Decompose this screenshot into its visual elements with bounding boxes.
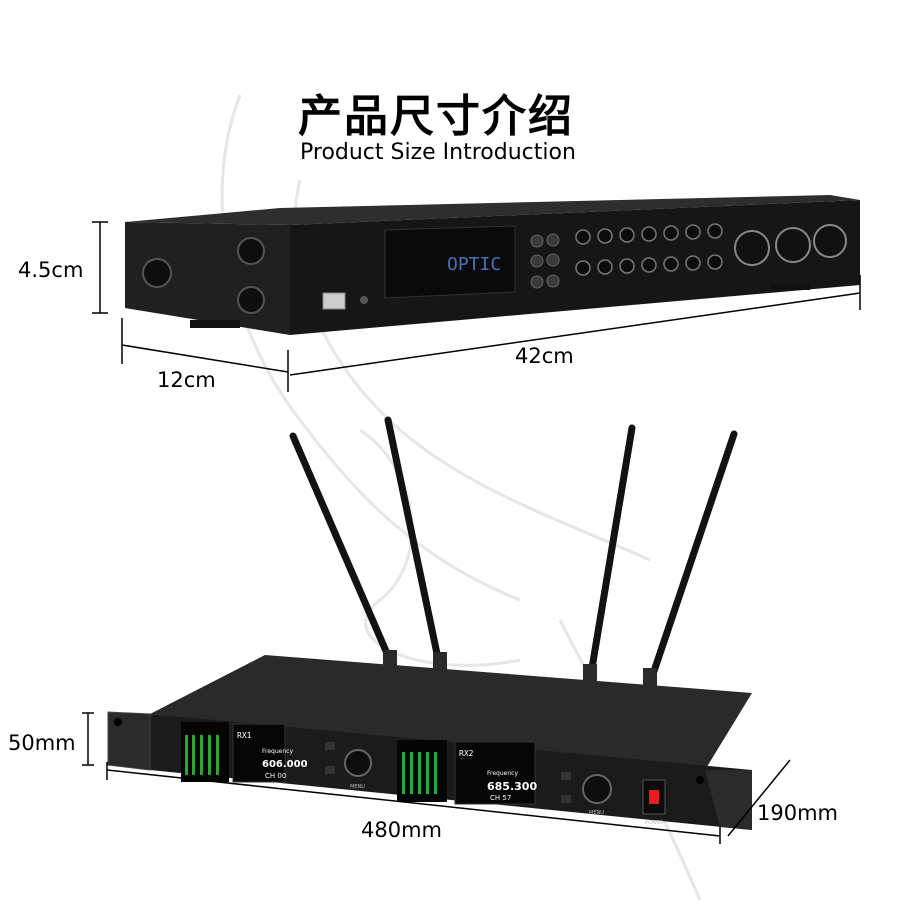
- processor-depth-label: 12cm: [157, 368, 216, 392]
- receiver-width-label: 480mm: [361, 818, 442, 842]
- processor-dimension-lines: [92, 221, 861, 392]
- rx2-channel: CH 57: [490, 794, 511, 802]
- receiver-device: RX1 Frequency 606.000 CH 00 MENU RX2 Fre…: [107, 416, 752, 830]
- rx2-frequency: 685.300: [487, 780, 537, 793]
- rx1-frequency: 606.000: [262, 759, 308, 770]
- rx1-id: RX1: [237, 731, 252, 740]
- receiver-depth-label: 190mm: [757, 801, 838, 825]
- processor-display-text: OPTIC: [447, 254, 501, 275]
- rx2-id: RX2: [459, 749, 474, 758]
- menu-label-1: MENU: [350, 784, 365, 790]
- receiver-height-label: 50mm: [8, 731, 76, 755]
- power-label: POWER: [645, 820, 664, 826]
- page-title: 产品尺寸介绍: [298, 91, 574, 142]
- menu-label-2: MENU: [589, 810, 604, 816]
- rx2-frequency-label: Frequency: [487, 770, 518, 777]
- rx1-frequency-label: Frequency: [262, 748, 293, 755]
- rx1-channel: CH 00: [265, 772, 286, 780]
- page-subtitle: Product Size Introduction: [300, 140, 576, 165]
- processor-height-label: 4.5cm: [18, 258, 84, 282]
- receiver-dimension-lines: [82, 712, 791, 844]
- processor-width-label: 42cm: [515, 344, 574, 368]
- processor-device: OPTIC: [125, 195, 860, 335]
